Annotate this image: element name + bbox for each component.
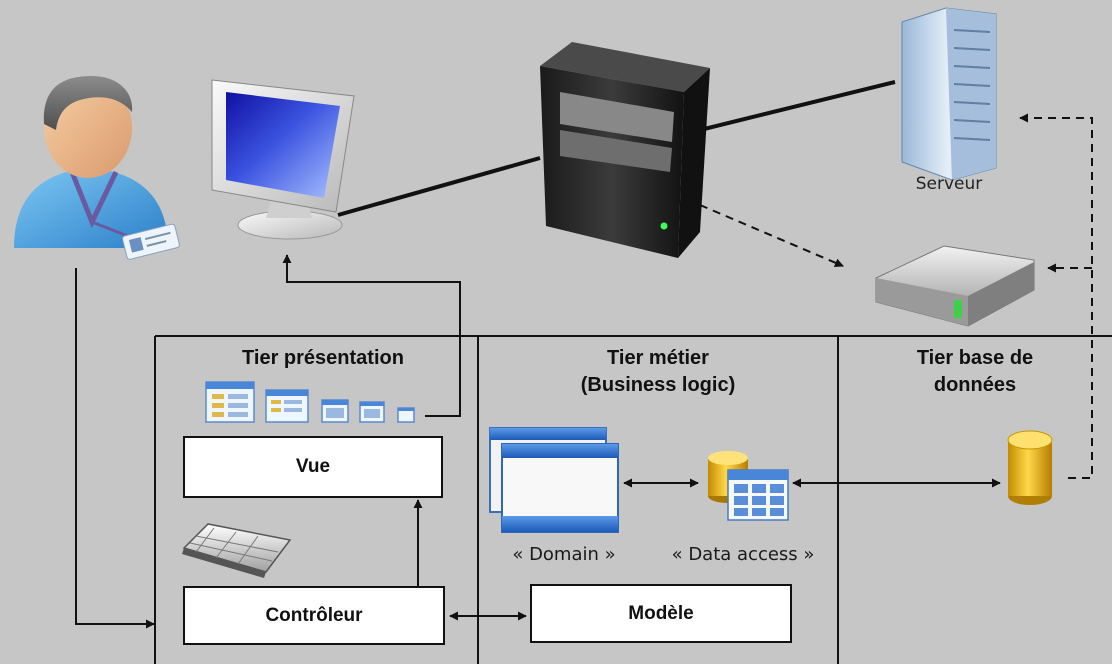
tier-business-title-line1: Tier métier (607, 347, 709, 369)
domain-stereotype-label: « Domain » (512, 544, 616, 565)
database-to-storage-arrows (1019, 113, 1093, 479)
hard-drive-icon (875, 245, 1035, 327)
modele-box: Modèle (530, 584, 792, 643)
vue-box: Vue (183, 436, 443, 498)
tier-database-title: Tier base de données (850, 345, 1100, 399)
server-label: Serveur (915, 174, 983, 194)
tier-business-title: Tier métier (Business logic) (500, 345, 816, 399)
controleur-box: Contrôleur (183, 586, 445, 645)
form-window-icon (205, 381, 415, 423)
tier-database-title-line1: Tier base de (916, 347, 1034, 369)
monitor-icon (211, 79, 355, 240)
data-access-stereotype-label: « Data access » (671, 544, 815, 565)
domain-windows-icon (489, 427, 619, 533)
data-access-icon (708, 451, 789, 521)
rack-server-icon (901, 7, 997, 181)
tier-business-title-line2: (Business logic) (580, 374, 736, 396)
user-icon (14, 76, 180, 260)
keyboard-icon (182, 523, 292, 578)
database-cylinder-icon (1007, 430, 1053, 505)
user-to-controller-arrow (75, 268, 155, 629)
tower-computer-icon (540, 42, 710, 258)
tower-to-drive-arrow (699, 204, 844, 267)
tier-frame (154, 335, 1112, 664)
tier-database-title-line2: données (933, 374, 1017, 396)
view-to-monitor-arrow (282, 254, 461, 417)
network-cables (337, 80, 896, 217)
tier-presentation-title: Tier présentation (242, 347, 404, 369)
